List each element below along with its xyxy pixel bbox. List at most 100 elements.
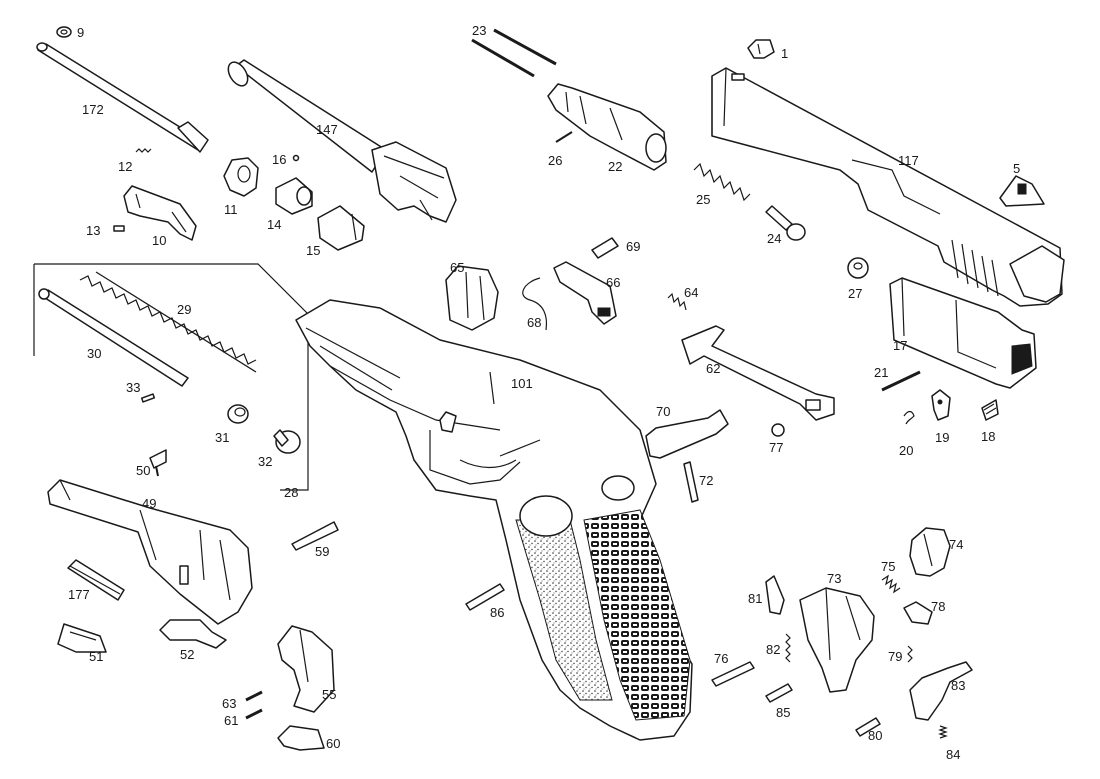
part-69-pin [591,237,619,259]
part-80-pin [855,717,881,737]
part-10-extractor [123,185,197,241]
label-part-49: 49 [142,496,157,511]
part-21-pin [881,370,921,392]
part-68-spring [522,277,548,331]
label-part-60: 60 [326,736,341,751]
label-part-77: 77 [769,440,784,455]
label-part-117: 117 [898,153,919,168]
label-part-63: 63 [222,696,237,711]
label-part-15: 15 [306,243,321,258]
label-part-82: 82 [766,642,781,657]
part-26-pin [555,131,573,143]
part-85-pin [765,683,793,703]
part-60-block [277,725,325,751]
part-59-pin [291,521,339,551]
part-17-block [889,277,1037,389]
label-part-75: 75 [881,559,896,574]
label-part-16: 16 [272,152,287,167]
part-79-spring [907,645,913,663]
label-part-11: 11 [224,202,238,217]
label-part-31: 31 [215,430,230,445]
label-part-29: 29 [177,302,192,317]
part-82-spring [785,633,791,663]
part-9-washer [56,26,72,38]
label-part-5: 5 [1013,161,1021,176]
label-part-69: 69 [626,239,641,254]
part-78-block [903,601,933,625]
part-50-screw [149,449,167,477]
label-part-33: 33 [126,380,141,395]
label-part-30: 30 [87,346,102,361]
part-75-spring [881,574,901,594]
label-part-10: 10 [152,233,167,248]
part-62-trigger-bar [681,325,835,421]
label-part-22: 22 [608,159,623,174]
part-177-plate [67,559,125,601]
label-part-73: 73 [827,571,842,586]
label-part-177: 177 [68,587,90,602]
label-part-62: 62 [706,361,721,376]
label-part-23: 23 [472,23,487,38]
label-part-25: 25 [696,192,711,207]
part-70-lever [645,409,729,459]
label-part-83: 83 [951,678,966,693]
label-part-81: 81 [748,591,763,606]
part-84-spring [938,725,948,739]
part-147-barrel [227,59,457,223]
label-part-172: 172 [82,102,104,117]
part-15-sleeve [317,205,365,251]
part-77-plug [771,423,785,437]
label-part-1: 1 [781,46,789,61]
part-63-pin [245,690,263,702]
part-74-ejector [909,527,951,577]
part-66-lever [553,261,617,325]
part-55-trigger [277,625,335,713]
part-33-pin [140,393,156,403]
part-61-pin [245,708,263,720]
part-52-spring-plate [159,619,227,649]
part-14-sleeve [275,177,313,215]
label-part-24: 24 [767,231,782,246]
label-part-79: 79 [888,649,903,664]
label-part-52: 52 [180,647,195,662]
label-part-51: 51 [89,649,104,664]
part-13-pin [113,225,125,232]
label-part-72: 72 [699,473,714,488]
label-part-80: 80 [868,728,883,743]
part-16-ball [292,154,300,162]
label-part-61: 61 [224,713,239,728]
label-part-17: 17 [893,338,908,353]
label-part-18: 18 [981,429,996,444]
label-part-85: 85 [776,705,791,720]
part-29-recoil-spring [79,271,257,373]
label-part-65: 65 [450,260,465,275]
label-part-70: 70 [656,404,671,419]
part-5-rear-sight [999,175,1045,207]
label-part-21: 21 [874,365,889,380]
label-part-74: 74 [949,537,964,552]
part-64-spring [667,292,687,311]
part-65-block [445,265,499,331]
part-12-spring [135,148,152,153]
part-49-locking-block [47,479,253,625]
label-part-13: 13 [86,223,101,238]
label-part-12: 12 [118,159,133,174]
label-part-68: 68 [527,315,542,330]
part-81-lever [765,575,785,615]
part-73-housing [799,587,875,693]
part-23-pins [471,28,557,78]
part-18-screw [981,399,999,421]
part-20-spring [903,410,915,425]
label-part-66: 66 [606,275,621,290]
label-part-26: 26 [548,153,563,168]
label-part-14: 14 [267,217,282,232]
part-86-pin [465,583,505,611]
label-part-50: 50 [136,463,151,478]
label-part-32: 32 [258,454,273,469]
label-part-64: 64 [684,285,699,300]
label-part-20: 20 [899,443,914,458]
label-part-78: 78 [931,599,946,614]
part-30-guide-rod [38,288,189,387]
part-117-slide [711,67,1065,307]
part-11-ring [223,157,259,197]
